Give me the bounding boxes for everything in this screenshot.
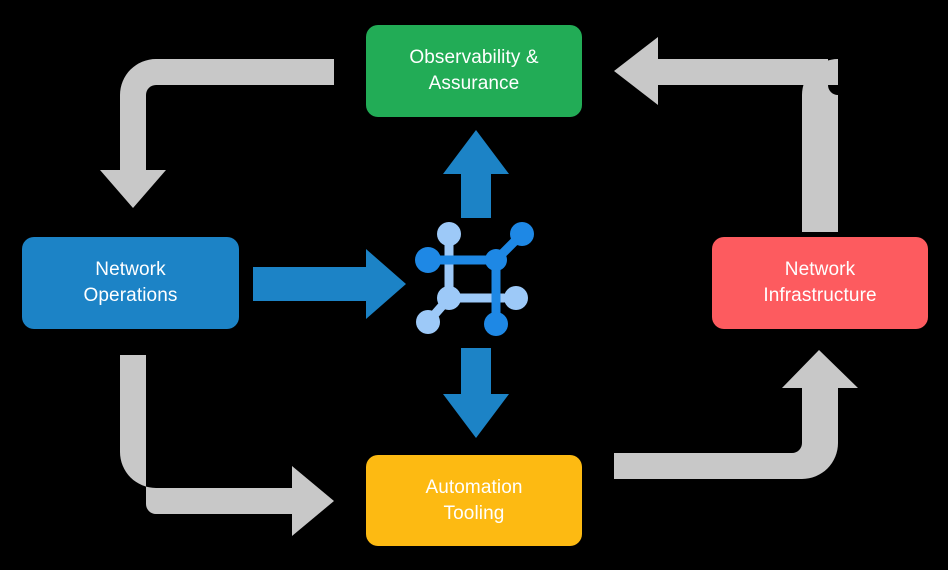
arrow-operations-to-automation bbox=[120, 355, 334, 536]
arrow-center-to-observability bbox=[443, 130, 509, 218]
node-label-observability: Observability & Assurance bbox=[409, 47, 539, 94]
node-automation-tooling[interactable]: Automation Tooling bbox=[366, 455, 582, 546]
arrow-operations-to-center bbox=[253, 249, 406, 319]
arrow-observability-to-operations bbox=[100, 59, 334, 208]
node-network-infrastructure[interactable]: Network Infrastructure bbox=[712, 237, 928, 329]
arrow-center-to-automation bbox=[443, 348, 509, 438]
node-label-automation-tooling: Automation Tooling bbox=[425, 476, 523, 524]
arrow-infrastructure-to-observability bbox=[614, 37, 838, 232]
node-label-network-operations: Network Operations bbox=[83, 259, 178, 306]
node-network-operations[interactable]: Network Operations bbox=[22, 237, 239, 329]
node-label-network-infrastructure: Network Infrastructure bbox=[763, 259, 877, 306]
arrow-automation-to-infrastructure bbox=[614, 350, 858, 479]
network-topology-icon bbox=[415, 222, 534, 336]
node-observability-assurance[interactable]: Observability & Assurance bbox=[366, 25, 582, 117]
